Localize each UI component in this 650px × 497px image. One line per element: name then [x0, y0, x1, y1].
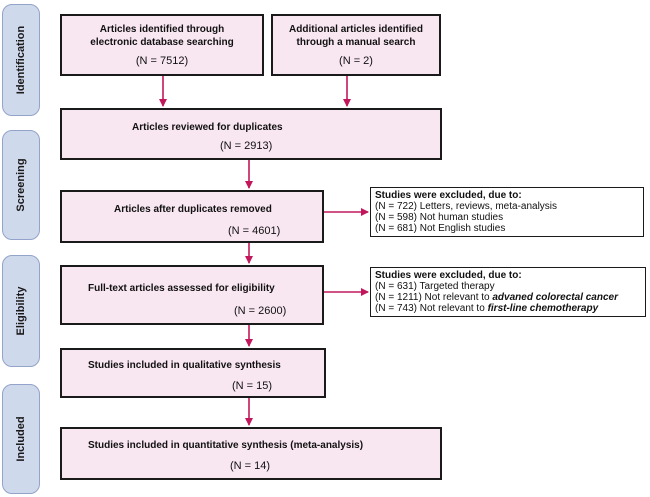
manual-line1: Additional articles identified: [289, 24, 423, 35]
manual-line2: through a manual search: [296, 37, 416, 48]
manual-count: (N = 2): [339, 55, 373, 67]
exclusions-screening-heading: Studies were excluded, due to:: [375, 190, 522, 201]
exclusion-not-human: (N = 598) Not human studies: [375, 212, 504, 223]
box-after-duplicates: Articles after duplicates removed (N = 4…: [60, 190, 324, 243]
quantitative-label: Studies included in quantitative synthes…: [88, 440, 364, 451]
box-quantitative-synthesis: Studies included in quantitative synthes…: [60, 427, 442, 480]
phase-included: Included: [2, 384, 40, 494]
exclusion-first-line-prefix: (N = 743) Not relevant to: [375, 303, 488, 314]
database-count: (N = 7512): [135, 55, 189, 67]
exclusion-colorectal-prefix: (N = 1211) Not relevant to: [375, 292, 493, 303]
exclusions-screening: Studies were excluded, due to: (N = 722)…: [370, 187, 644, 237]
fulltext-count: (N = 2600): [234, 305, 287, 317]
fulltext-label: Full-text articles assessed for eligibil…: [88, 283, 275, 294]
exclusion-targeted-therapy: (N = 631) Targeted therapy: [375, 281, 495, 292]
duplicates-count: (N = 2913): [220, 140, 273, 152]
box-manual-search: Additional articles identified through a…: [271, 14, 441, 76]
database-line2: electronic database searching: [90, 37, 234, 48]
duplicates-label: Articles reviewed for duplicates: [132, 122, 283, 133]
quantitative-count: (N = 14): [230, 460, 271, 472]
exclusion-first-line-term: first-line chemotherapy: [487, 303, 599, 314]
box-duplicates-review: Articles reviewed for duplicates (N = 29…: [60, 108, 442, 160]
box-fulltext-assessment: Full-text articles assessed for eligibil…: [60, 265, 324, 325]
phase-screening: Screening: [2, 130, 40, 240]
box-database-search: Articles identified through electronic d…: [60, 14, 264, 76]
database-line1: Articles identified through: [99, 24, 225, 35]
box-qualitative-synthesis: Studies included in qualitative synthesi…: [60, 348, 326, 398]
exclusion-letters-reviews: (N = 722) Letters, reviews, meta-analysi…: [375, 201, 558, 212]
phase-identification: Identification: [2, 4, 40, 116]
exclusion-not-colorectal: (N = 1211) Not relevant to advaned color…: [375, 292, 645, 303]
qualitative-count: (N = 15): [232, 380, 273, 392]
exclusion-not-first-line: (N = 743) Not relevant to first-line che…: [375, 303, 645, 314]
after-duplicates-count: (N = 4601): [228, 225, 281, 237]
phase-eligibility: Eligibility: [2, 255, 40, 367]
after-duplicates-label: Articles after duplicates removed: [114, 204, 272, 215]
exclusion-colorectal-term: advaned colorectal cancer: [492, 292, 618, 303]
exclusions-eligibility-heading: Studies were excluded, due to:: [375, 270, 522, 281]
exclusions-eligibility: Studies were excluded, due to: (N = 631)…: [370, 267, 646, 317]
exclusion-not-english: (N = 681) Not English studies: [375, 223, 506, 234]
qualitative-label: Studies included in qualitative synthesi…: [88, 360, 281, 371]
